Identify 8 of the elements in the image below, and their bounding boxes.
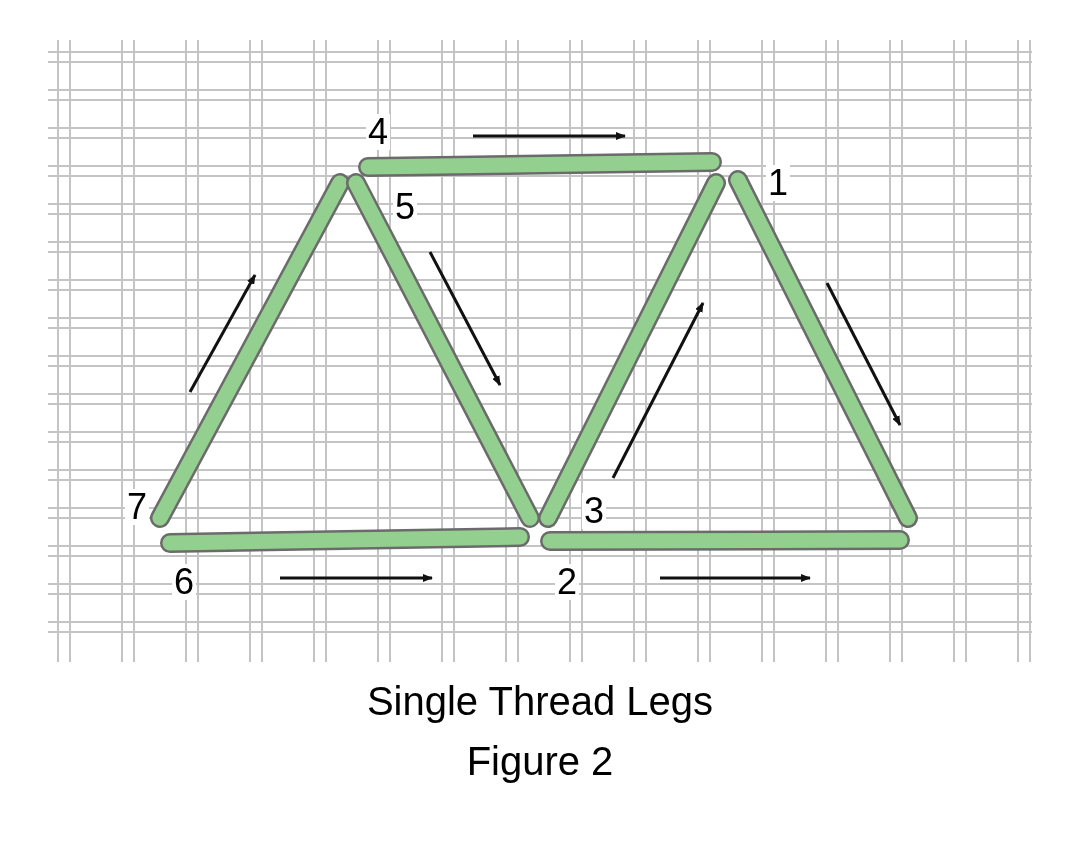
step-number: 3 [582, 493, 607, 529]
step-number: 4 [366, 114, 391, 150]
step-number: 1 [766, 165, 791, 201]
step-number: 7 [125, 489, 150, 525]
step-number: 2 [555, 564, 580, 600]
figure-caption: Figure 2 [466, 738, 614, 785]
step-number: 6 [172, 564, 197, 600]
figure-title: Single Thread Legs [366, 678, 714, 725]
